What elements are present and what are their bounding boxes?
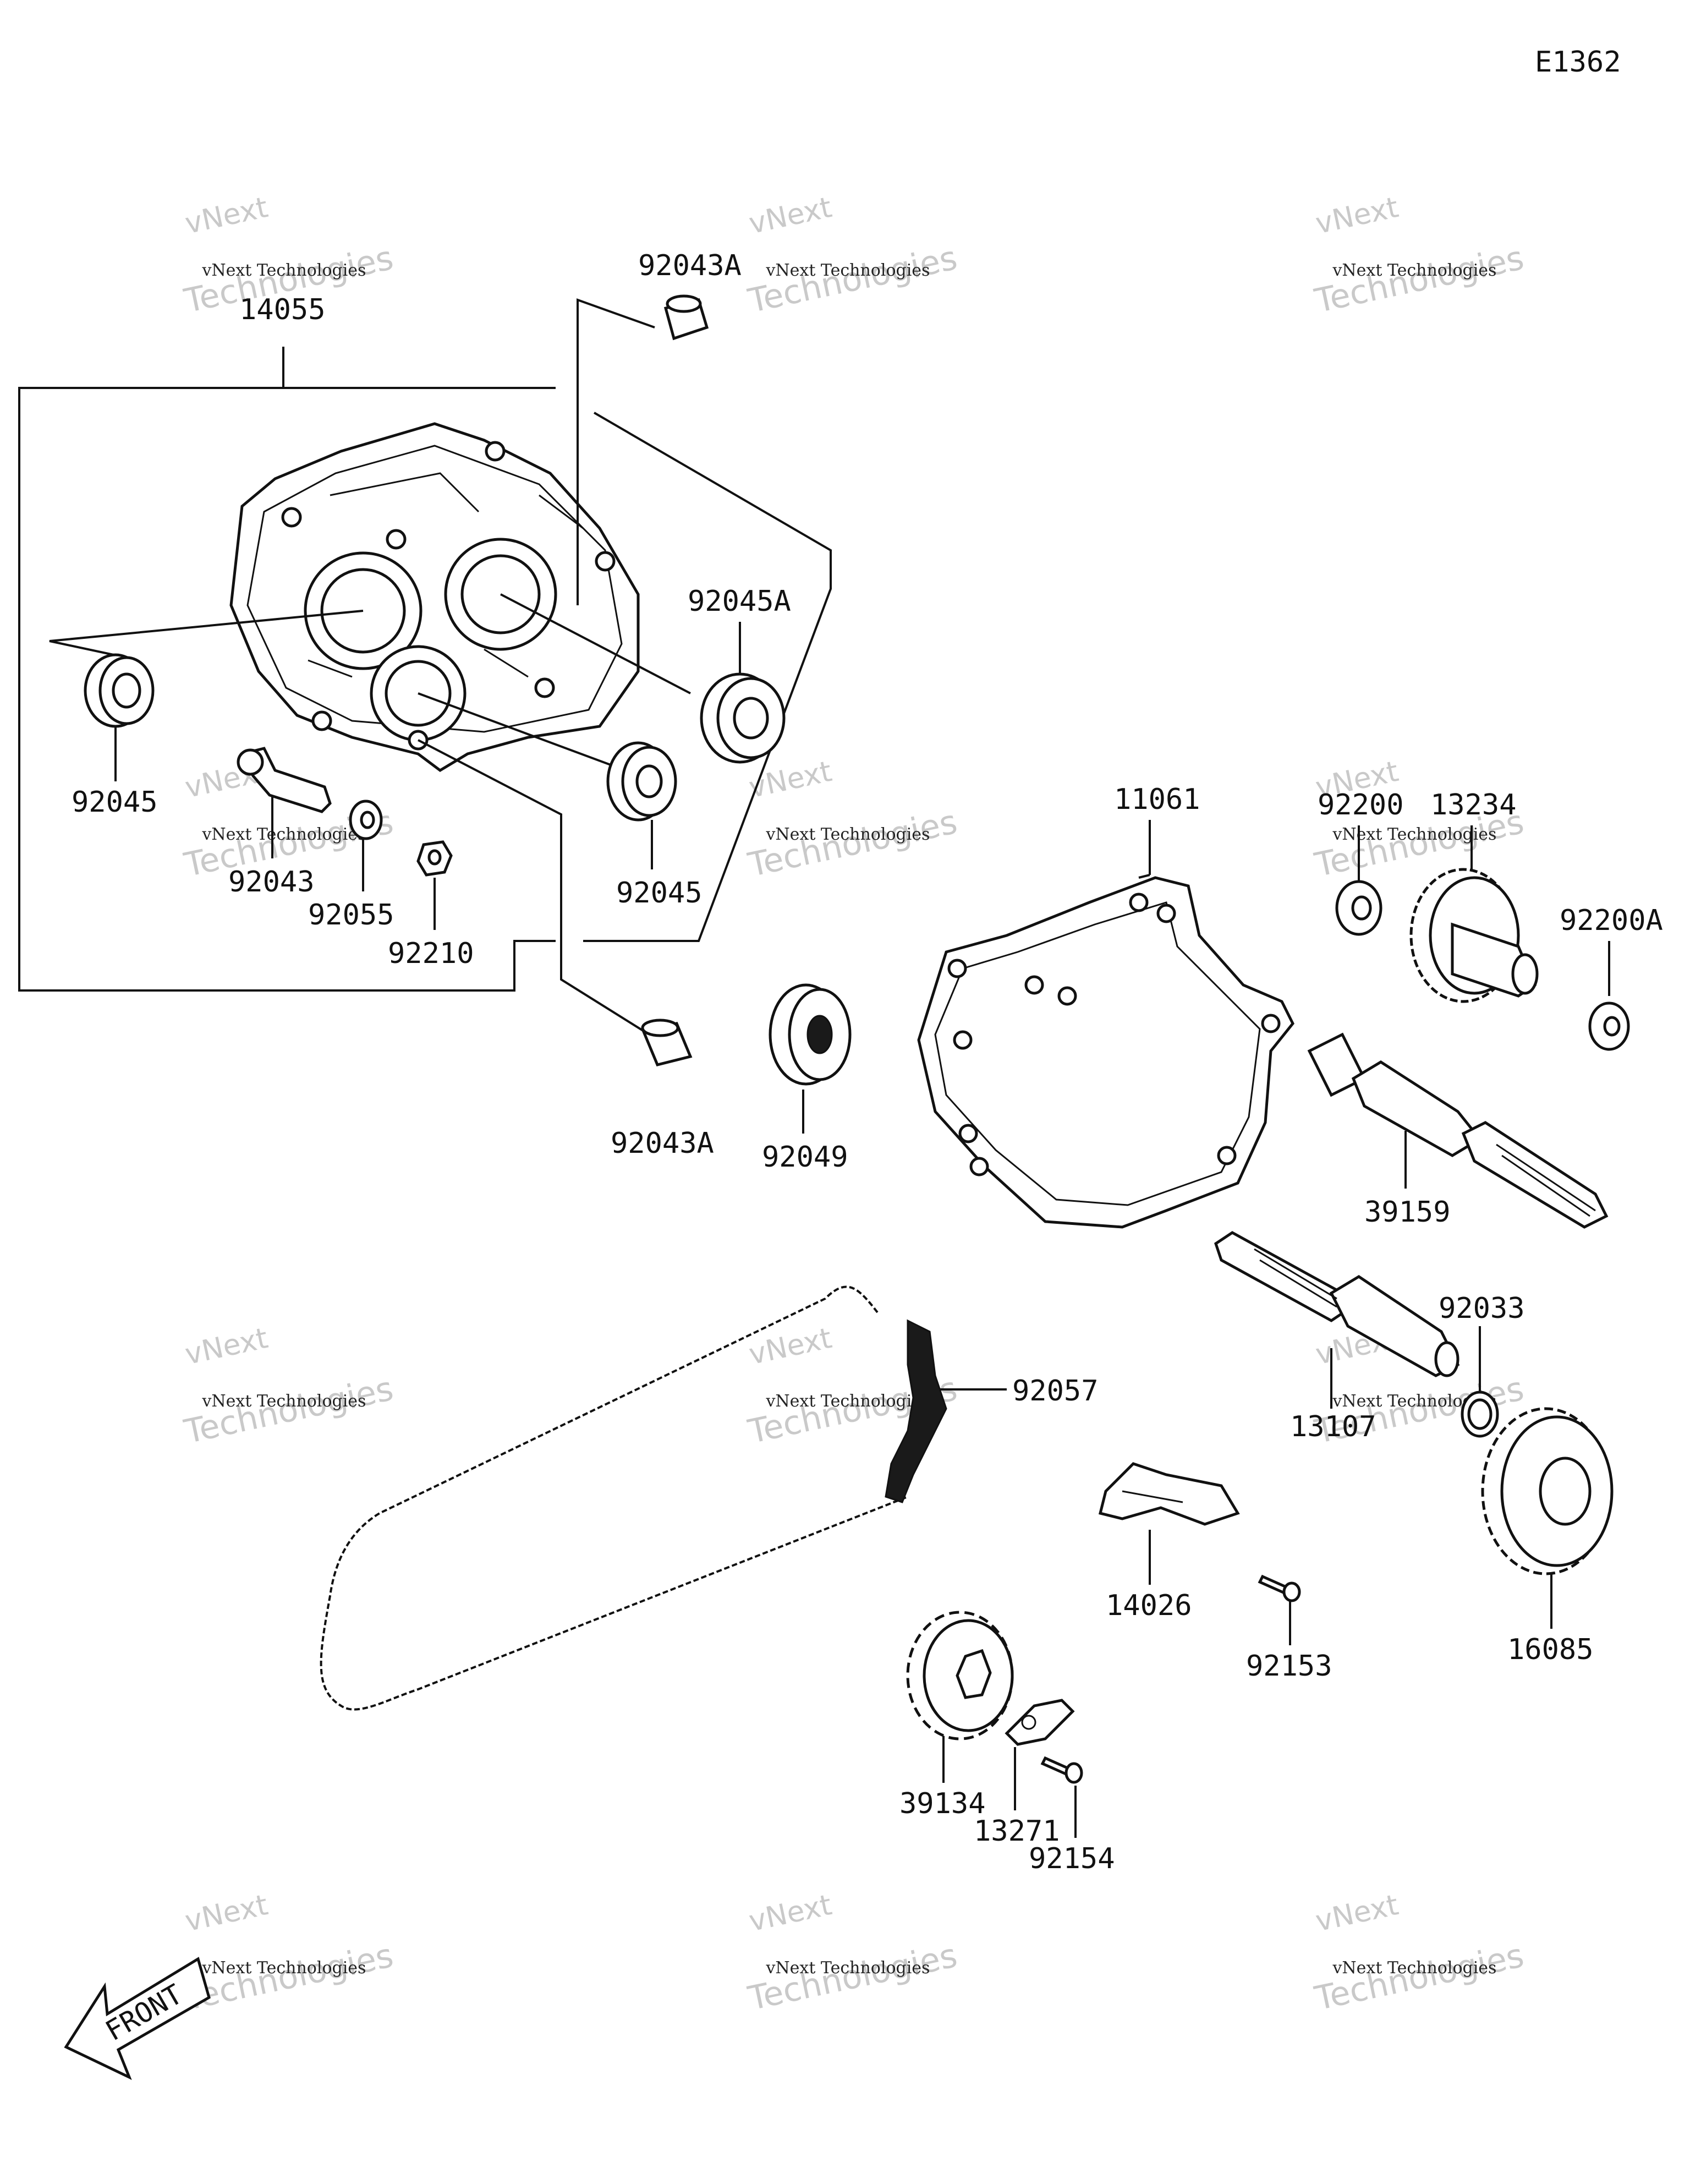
gear-13234[interactable]	[1409, 868, 1539, 1003]
part-label-13271[interactable]: 13271	[974, 1815, 1060, 1848]
output-shaft-13107[interactable]	[1214, 1231, 1460, 1377]
drive-shaft-39159[interactable]	[1307, 1032, 1609, 1229]
front-direction-arrow: FRONT	[64, 1957, 211, 2081]
part-label-13234[interactable]: 13234	[1430, 789, 1517, 822]
part-label-92210[interactable]: 92210	[388, 937, 474, 970]
part-label-39134[interactable]: 39134	[899, 1787, 986, 1820]
part-label-14026[interactable]: 14026	[1106, 1589, 1192, 1622]
part-label-92033[interactable]: 92033	[1439, 1292, 1525, 1325]
watermark-brand: vNext	[746, 1322, 835, 1371]
watermark-line1: vNext Technologies	[201, 1392, 366, 1411]
washer-92200[interactable]	[1335, 880, 1382, 936]
watermark-brand: vNext	[746, 1889, 835, 1938]
watermark-line1: vNext Technologies	[201, 261, 366, 280]
watermark-line1: vNext Technologies	[1332, 1958, 1496, 1978]
watermark-line1: vNext Technologies	[201, 825, 366, 844]
part-label-92045a[interactable]: 92045A	[688, 585, 791, 618]
bracket-right	[583, 412, 832, 942]
diagram-code: E1362	[1535, 46, 1621, 79]
bearing-92045a[interactable]	[700, 672, 786, 764]
watermark-brand: vNext	[1313, 1889, 1401, 1938]
screw-92153[interactable]	[1258, 1574, 1301, 1602]
part-label-92043a-bottom[interactable]: 92043A	[611, 1127, 714, 1160]
drive-chain-92057[interactable]	[320, 1285, 947, 1711]
watermark-line1: vNext Technologies	[765, 261, 930, 280]
transmission-cover-14055[interactable]	[229, 422, 640, 773]
part-label-92200[interactable]: 92200	[1318, 789, 1404, 822]
watermark-brand: vNext	[746, 191, 835, 240]
leader-line-92045-mid-axis	[418, 692, 611, 766]
part-label-92043a-top[interactable]: 92043A	[638, 249, 742, 282]
part-label-92045-left[interactable]: 92045	[72, 786, 158, 819]
part-label-92154[interactable]: 92154	[1029, 1842, 1115, 1875]
part-label-92049[interactable]: 92049	[762, 1141, 848, 1174]
dowel-pin-92043a-bottom[interactable]	[641, 1019, 693, 1066]
watermark-brand: vNext	[182, 1322, 271, 1371]
watermark-line1: vNext Technologies	[201, 1958, 366, 1978]
part-label-92055[interactable]: 92055	[308, 899, 394, 932]
part-label-11061[interactable]: 11061	[1114, 783, 1200, 816]
bearing-92045-middle[interactable]	[606, 741, 677, 822]
part-label-92057[interactable]: 92057	[1012, 1375, 1099, 1408]
oil-seal-92049[interactable]	[769, 983, 852, 1086]
part-label-16085[interactable]: 16085	[1507, 1633, 1594, 1666]
part-label-92200a[interactable]: 92200A	[1560, 904, 1663, 937]
part-label-92153[interactable]: 92153	[1246, 1650, 1332, 1683]
circlip-92033[interactable]	[1461, 1391, 1499, 1438]
watermark-brand: vNext	[1313, 191, 1401, 240]
bearing-92045-left[interactable]	[84, 653, 155, 728]
gear-16085[interactable]	[1481, 1407, 1614, 1575]
screw-92154[interactable]	[1040, 1756, 1083, 1784]
watermark-line1: vNext Technologies	[1332, 261, 1496, 280]
nut-92210[interactable]	[416, 840, 453, 877]
front-label: FRONT	[100, 1978, 188, 2047]
watermark-line1: vNext Technologies	[765, 1392, 930, 1411]
part-label-13107[interactable]: 13107	[1290, 1410, 1376, 1443]
part-label-39159[interactable]: 39159	[1364, 1196, 1451, 1229]
lock-plate-13271[interactable]	[1005, 1699, 1075, 1746]
part-label-group: 14055 92043A 92045A 92045 92043 92055 92…	[72, 249, 1663, 1875]
leader-line-92043a-bottom	[418, 739, 650, 1036]
leader-line-92045-left-axis	[49, 610, 364, 659]
gasket-11061[interactable]	[917, 876, 1294, 1229]
watermark-line1: vNext Technologies	[765, 1958, 930, 1978]
part-label-92043[interactable]: 92043	[228, 866, 315, 899]
watermark-brand: vNext	[182, 191, 271, 240]
leader-line-92045a-axis	[500, 593, 691, 694]
washer-92200a[interactable]	[1588, 1001, 1630, 1051]
leader-tick-11061	[1138, 874, 1150, 879]
part-label-14055[interactable]: 14055	[239, 293, 326, 326]
bolt-92043[interactable]	[237, 747, 332, 813]
leader-line-92043a-top	[577, 298, 655, 605]
watermark-brand: vNext	[182, 1889, 271, 1938]
dowel-pin-92043a-top[interactable]	[663, 294, 709, 341]
sprocket-39134[interactable]	[906, 1611, 1014, 1740]
washer-92055[interactable]	[349, 800, 383, 840]
watermark-line1: vNext Technologies	[765, 825, 930, 844]
chain-guide-14026[interactable]	[1098, 1462, 1240, 1526]
part-label-92045-middle[interactable]: 92045	[616, 877, 703, 910]
